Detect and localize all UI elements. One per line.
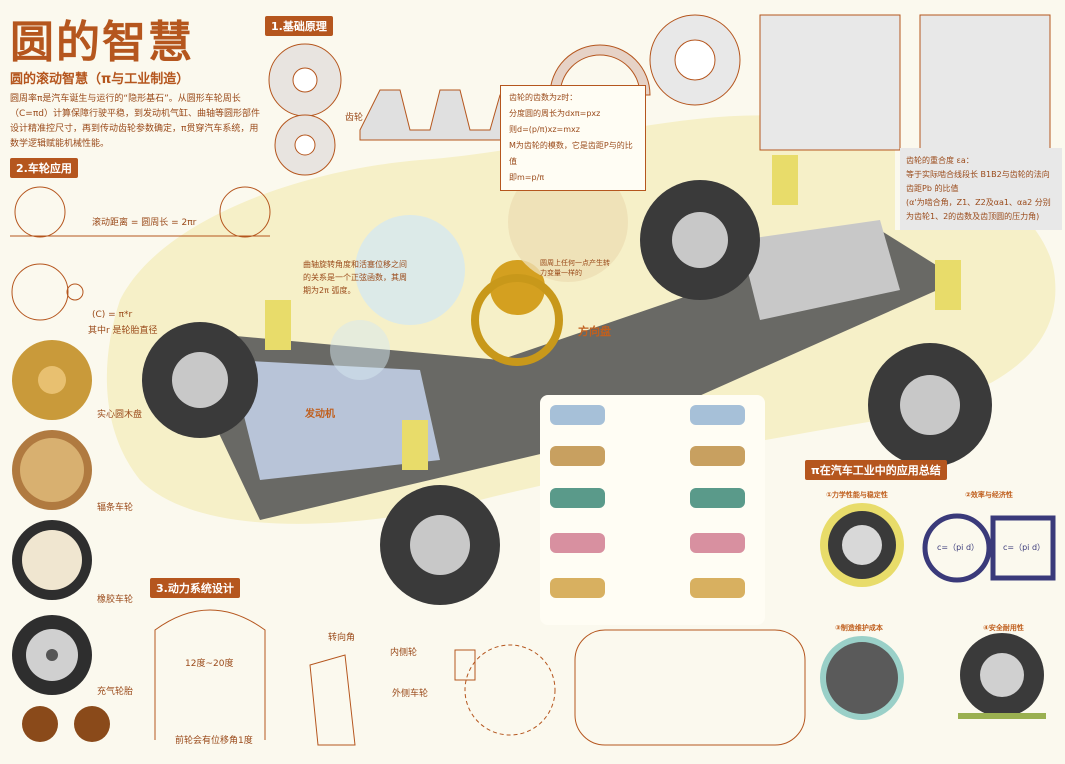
gear-formula-line: 分度圆的周长为dxπ=pxz (509, 109, 601, 118)
summary-item-2: ②效率与经济性 (965, 491, 1013, 499)
turn-angle-label: 转向角 (328, 633, 356, 643)
gear-formula-line: 则d=(p/π)xz=mxz (509, 125, 580, 134)
formula-note: 其中r 是轮胎直径 (88, 326, 158, 336)
summary-item-4: ④安全耐用性 (983, 624, 1024, 632)
summary-item-1: ①力学性能与稳定性 (826, 491, 888, 499)
overlap-line: 齿轮的重合度 εa： (906, 156, 974, 165)
wheel-type-spoke: 辐条车轮 (97, 503, 134, 513)
section-basics: 1.基础原理 (265, 16, 333, 36)
wheel-type-rubber: 橡胶车轮 (97, 595, 134, 605)
overlap-line: (α'为啮合角，Z1、Z2及αa1、αa2 分别为齿轮1、2的齿数及齿顶圆的压力… (906, 198, 1051, 221)
rolling-distance-label: 滚动距离 = 圆周长 = 2πr (92, 218, 197, 228)
crankshaft-note: 曲轴旋转角度和活塞位移之间的关系是一个正弦函数，其周期为2π 弧度。 (303, 260, 407, 295)
overlap-line: 等于实际啮合线段长 B1B2与齿轮的法向齿距Pb 的比值 (906, 170, 1050, 193)
wheel-type-pneumatic: 充气轮胎 (97, 687, 134, 697)
front-wheel-note: 前轮会有位移角1度 (175, 736, 253, 746)
wheel-type-discs (12, 340, 110, 742)
wheel-type-solid: 实心圆木盘 (97, 410, 143, 420)
steering-force-note: 圆周上任何一点产生转力变量一样的 (540, 259, 610, 277)
summary-item-3: ③制造维护成本 (835, 624, 883, 632)
circle-formula: c=（pi d） (937, 543, 980, 552)
circumference-formula: (C) = π*r (92, 310, 133, 320)
section-wheels: 2.车轮应用 (10, 158, 78, 178)
car-icons (550, 405, 745, 598)
gear-formula-line: M为齿轮的模数，它是齿距P与的比值 (509, 141, 633, 166)
overlap-note: 齿轮的重合度 εa： 等于实际啮合线段长 B1B2与齿轮的法向齿距Pb 的比值 … (900, 148, 1062, 230)
gear-diagram-left (268, 43, 342, 176)
page-title: 圆的智慧 (10, 17, 194, 68)
steering-wheel-label: 方向盘 (578, 325, 611, 338)
square-formula: c=（pi d） (1003, 543, 1046, 552)
section-summary: π在汽车工业中的应用总结 (805, 460, 947, 480)
section-power: 3.动力系统设计 (150, 578, 240, 598)
outer-wheel-label: 外侧车轮 (392, 689, 429, 699)
gear-formula-line: 即m=p/π (509, 173, 545, 182)
steering-range-label: 12度~20度 (185, 659, 234, 669)
gear-formula-line: 齿轮的齿数为z时： (509, 93, 578, 102)
inner-wheel-label: 内侧轮 (390, 648, 418, 658)
engine-label: 发动机 (305, 409, 335, 420)
gear-formula-box: 齿轮的齿数为z时： 分度圆的周长为dxπ=pxz 则d=(p/π)xz=mxz … (500, 85, 646, 191)
gear-label: 齿轮 (345, 113, 364, 123)
chassis-illustration (142, 155, 992, 605)
intro-text: 圆周率π是汽车诞生与运行的“隐形基石”。从圆形车轮周长（C=πd）计算保障行驶平… (10, 94, 260, 149)
page-subtitle: 圆的滚动智慧（π与工业制造） (10, 72, 190, 87)
